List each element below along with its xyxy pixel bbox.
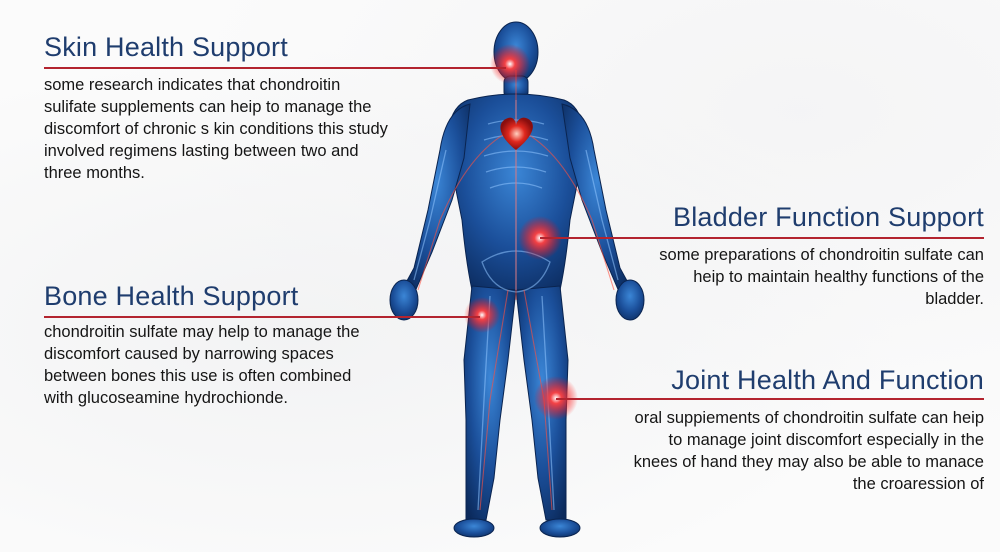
heart-icon <box>500 117 533 150</box>
bladder-function-callout: Bladder Function Support some preparatio… <box>484 201 984 310</box>
skin-leader-line <box>44 67 506 69</box>
skin-health-title: Skin Health Support <box>44 32 288 62</box>
bladder-function-text: some preparations of chondroitin sulfate… <box>659 246 984 308</box>
bone-health-title: Bone Health Support <box>44 281 299 311</box>
skin-health-callout: Skin Health Support some research indica… <box>44 31 524 184</box>
bladder-function-title: Bladder Function Support <box>673 202 984 232</box>
joint-leader-line <box>556 398 984 400</box>
skin-health-text: some research indicates that chondroitin… <box>44 76 388 182</box>
joint-health-callout: Joint Health And Function oral suppiemen… <box>464 364 984 495</box>
bone-health-text: chondroitin sulfate may help to manage t… <box>44 323 360 407</box>
bladder-leader-line <box>540 237 984 239</box>
bone-leader-line <box>44 316 480 318</box>
joint-health-title: Joint Health And Function <box>671 365 984 395</box>
bone-health-callout: Bone Health Support chondroitin sulfate … <box>44 280 474 409</box>
joint-health-text: oral suppiements of chondroitin sulfate … <box>633 409 984 493</box>
